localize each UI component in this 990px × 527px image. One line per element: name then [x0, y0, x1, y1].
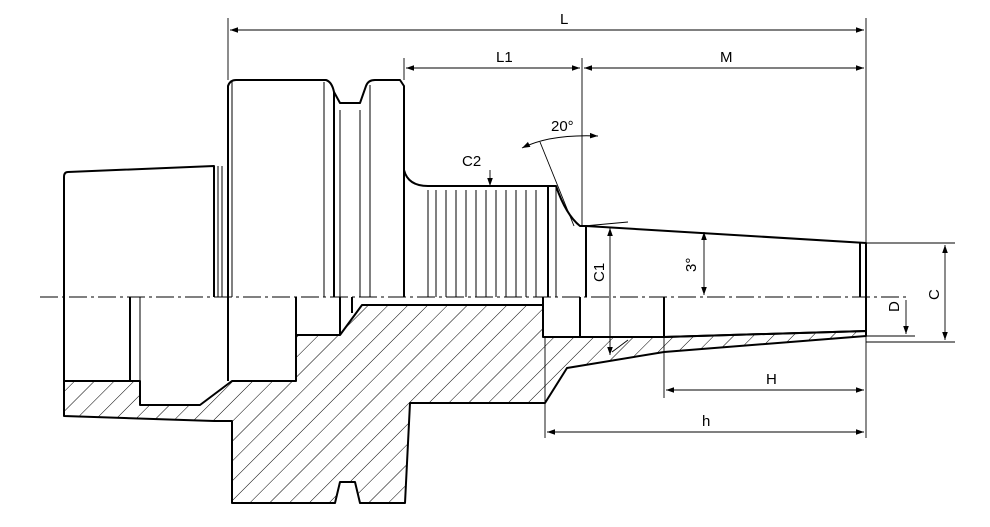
label-angle-20: 20°	[551, 118, 574, 135]
thread-grooves	[427, 190, 537, 297]
label-C2: C2	[462, 153, 481, 170]
dimension-lines	[230, 27, 948, 435]
holder-outline-lower	[63, 297, 867, 405]
label-C1: C1	[591, 263, 608, 282]
dimension-labels: L L1 M 20° C2 C1 3° D C H h	[462, 11, 943, 430]
label-D: D	[886, 301, 903, 312]
label-L1: L1	[496, 49, 513, 66]
label-M: M	[720, 49, 733, 66]
label-angle-3: 3°	[683, 258, 700, 272]
holder-outline-upper	[63, 79, 867, 381]
label-h: h	[702, 413, 710, 430]
label-C: C	[926, 289, 943, 300]
label-H: H	[766, 371, 777, 388]
label-L: L	[560, 11, 568, 28]
